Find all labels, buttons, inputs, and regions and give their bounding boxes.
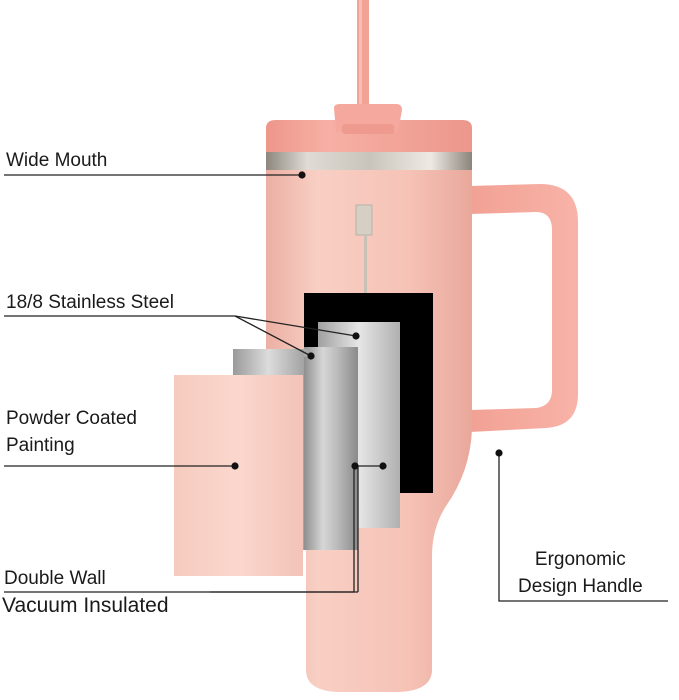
leader-dots [231, 171, 503, 470]
label-powder-line2: Painting [6, 435, 75, 456]
lid [266, 104, 472, 152]
straw [357, 0, 369, 110]
stainless-rim [266, 152, 472, 170]
label-wide-mouth: Wide Mouth [6, 150, 108, 171]
label-powder-coated: Powder Coated Painting [6, 405, 137, 459]
label-vacuum-insulated: Vacuum Insulated [2, 594, 169, 617]
label-stainless-steel: 18/8 Stainless Steel [6, 292, 174, 313]
label-double-wall: Double Wall [4, 568, 106, 589]
leader-lines [4, 174, 668, 602]
label-ergonomic-line2: Design Handle [518, 576, 643, 597]
body-logo [355, 204, 373, 295]
leader-steel-b [234, 315, 357, 337]
handle [470, 184, 578, 432]
label-ergonomic-handle: Ergonomic Design Handle [518, 546, 643, 600]
powder-coated-panel [174, 375, 303, 576]
steel-layer-middle [304, 347, 358, 550]
label-powder-line1: Powder Coated [6, 408, 137, 429]
label-ergonomic-line1: Ergonomic [534, 549, 626, 570]
leader-handle [498, 453, 668, 602]
